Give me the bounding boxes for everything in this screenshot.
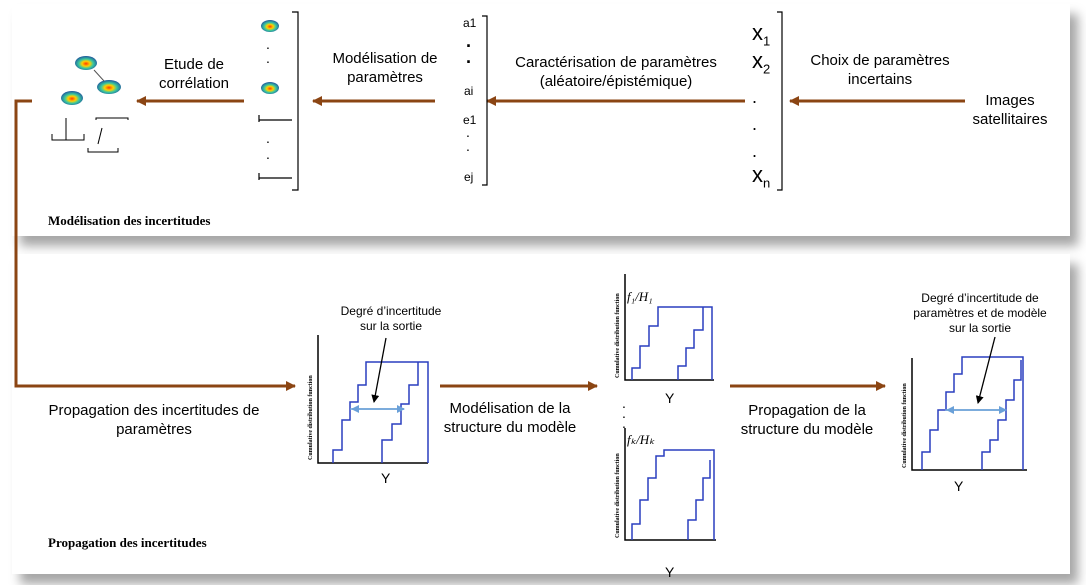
f1-h1-label: f₁/H₁ — [627, 289, 653, 304]
cdf-axis-label-2: Cumulative distribution function — [615, 293, 621, 378]
vector-e-dot-2: . — [466, 138, 470, 154]
vector-x-dot-2: . — [752, 114, 758, 134]
vector-a-dot-1: . — [466, 31, 472, 51]
fk-hk-label: fₖ/Hₖ — [627, 432, 655, 447]
cdf-axis-label-1: Cumulative distribution function — [308, 375, 314, 460]
top-flow-arrows — [14, 96, 965, 391]
vector-xn: xn — [752, 162, 771, 191]
vector-x1: x1 — [752, 20, 771, 49]
axis-y-4: Y — [954, 478, 964, 494]
arrow-to-propagation — [14, 99, 296, 391]
plots-dot-3: . — [622, 415, 626, 431]
section-title-propagation: Propagation des incertitudes — [48, 535, 207, 550]
cdf-plot-fk-hk — [624, 428, 716, 541]
cdf-plot-parameters — [317, 335, 429, 464]
vector-ai: ai — [464, 84, 474, 98]
axis-y-3: Y — [665, 564, 675, 580]
modelling-dot-1: . — [266, 36, 270, 52]
axis-y-1: Y — [381, 470, 391, 486]
modelling-distribution-icons — [261, 20, 279, 94]
vector-x-dot-3: . — [752, 141, 758, 161]
uncertainty-propagation-panel — [12, 254, 1070, 574]
plots-dot-2: . — [622, 405, 626, 421]
vector-e-dot-1: . — [466, 124, 470, 140]
cdf-plot-combined — [911, 336, 1027, 471]
parameter-vector-bracket — [777, 11, 783, 191]
cdf-plot-f1-h1 — [624, 274, 714, 381]
characterised-vector-bracket — [482, 15, 488, 186]
cdf-axis-label-4: Cumulative distribution function — [902, 383, 908, 468]
modelling-bracket — [258, 11, 299, 191]
modelling-dot-3: . — [266, 130, 270, 146]
cdf-axis-label-3: Cumulative distribution function — [615, 453, 621, 538]
modelling-dot-4: . — [266, 146, 270, 162]
vector-x2: x2 — [752, 48, 771, 77]
vector-e1: e1 — [463, 113, 477, 127]
axis-y-2: Y — [665, 390, 675, 406]
correlation-icons — [51, 56, 129, 153]
modelling-dot-2: . — [266, 50, 270, 66]
vector-x-dot-1: . — [752, 87, 758, 107]
uncertainty-modelling-panel — [12, 4, 1070, 236]
plots-dot-1: . — [622, 395, 626, 411]
vector-a-dot-2: . — [466, 47, 472, 67]
section-title-modelling: Modélisation des incertitudes — [48, 213, 211, 228]
vector-ej: ej — [464, 170, 474, 184]
vector-a1: a1 — [463, 16, 477, 30]
characterisation-label: Caractérisation de paramètres(aléatoire/… — [515, 54, 717, 90]
